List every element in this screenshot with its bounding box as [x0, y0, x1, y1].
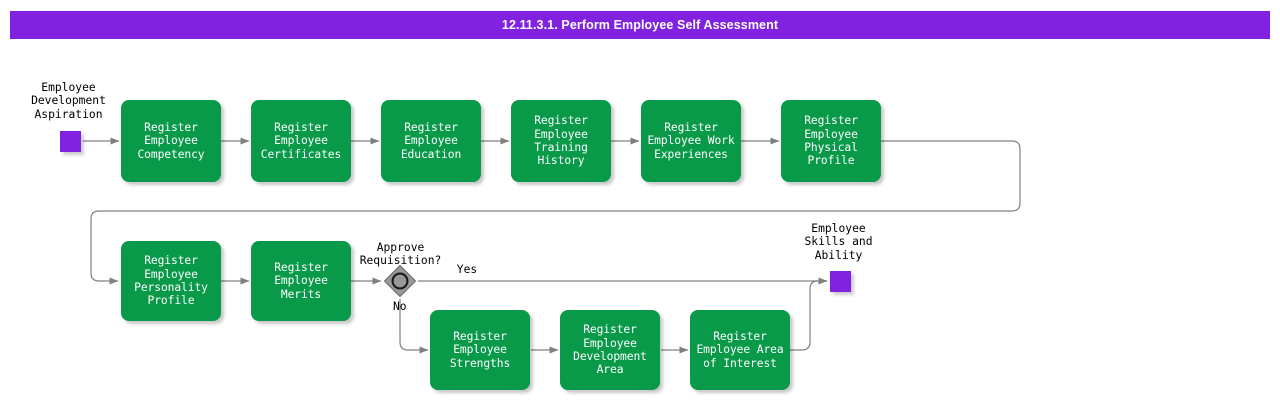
- task-label: Register Employee Personality Profile: [134, 254, 208, 308]
- task-label: Register Employee Education: [400, 120, 462, 161]
- end-data-object-label: Employee Skills and Ability: [804, 222, 873, 262]
- task-label: Register Employee Physical Profile: [804, 114, 858, 168]
- task-register-employee-physical-profile[interactable]: Register Employee Physical Profile: [781, 100, 881, 182]
- task-register-employee-merits[interactable]: Register Employee Merits: [251, 241, 351, 321]
- task-register-employee-training-history[interactable]: Register Employee Training History: [511, 100, 611, 182]
- start-data-object-label: Employee Development Aspiration: [31, 81, 106, 121]
- task-label: Register Employee Development Area: [573, 323, 647, 377]
- gateway-label: Approve Requisition?: [359, 241, 442, 268]
- approve-requisition-gateway[interactable]: [383, 264, 417, 298]
- task-label: Register Employee Training History: [534, 114, 588, 168]
- task-register-employee-strengths[interactable]: Register Employee Strengths: [430, 310, 530, 390]
- task-label: Register Employee Certificates: [260, 120, 342, 161]
- task-label: Register Employee Competency: [137, 120, 205, 161]
- task-label: Register Employee Strengths: [449, 329, 511, 370]
- task-label: Register Employee Merits: [274, 260, 328, 301]
- diagram-title-bar: 12.11.3.1. Perform Employee Self Assessm…: [10, 11, 1270, 39]
- flow-t11-to-end: [790, 280, 827, 351]
- task-register-employee-personality-profile[interactable]: Register Employee Personality Profile: [121, 241, 221, 321]
- task-register-employee-area-of-interest[interactable]: Register Employee Area of Interest: [690, 310, 790, 390]
- task-register-employee-education[interactable]: Register Employee Education: [381, 100, 481, 182]
- task-register-employee-competency[interactable]: Register Employee Competency: [121, 100, 221, 182]
- gateway-no-label: No: [393, 300, 407, 313]
- start-data-object[interactable]: [60, 131, 81, 152]
- gateway-yes-label: Yes: [456, 263, 478, 276]
- task-register-employee-certificates[interactable]: Register Employee Certificates: [251, 100, 351, 182]
- page-title: 12.11.3.1. Perform Employee Self Assessm…: [501, 18, 779, 32]
- task-label: Register Employee Area of Interest: [696, 329, 784, 370]
- task-label: Register Employee Work Experiences: [647, 120, 735, 161]
- task-register-employee-work-experiences[interactable]: Register Employee Work Experiences: [641, 100, 741, 182]
- end-data-object[interactable]: [830, 271, 851, 292]
- task-register-employee-development-area[interactable]: Register Employee Development Area: [560, 310, 660, 390]
